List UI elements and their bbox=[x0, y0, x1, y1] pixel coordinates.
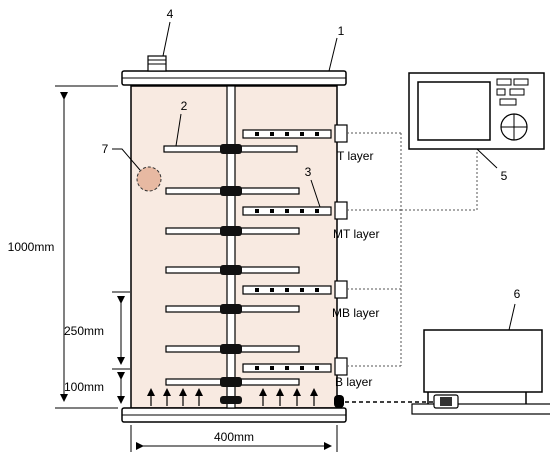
shaft-hub bbox=[220, 344, 242, 354]
central-shaft bbox=[226, 85, 236, 409]
callout-3: 3 bbox=[305, 165, 312, 179]
shaft-hub bbox=[220, 304, 242, 314]
callout-leaders bbox=[112, 21, 516, 331]
gas-supply-unit bbox=[411, 329, 550, 415]
sensor-circle bbox=[136, 166, 162, 192]
shaft-hub bbox=[220, 144, 242, 154]
port-mb bbox=[334, 280, 348, 299]
callout-6: 6 bbox=[514, 287, 521, 301]
sampling-tubes bbox=[242, 129, 332, 373]
shaft-hubs bbox=[220, 144, 242, 404]
port-t bbox=[334, 124, 348, 143]
shaft-hub bbox=[220, 186, 242, 196]
shaft-hub bbox=[220, 226, 242, 236]
shaft-hub bbox=[220, 396, 242, 404]
data-logger bbox=[408, 72, 545, 150]
signal-lines bbox=[347, 132, 478, 367]
port-b bbox=[334, 357, 348, 376]
label-width: 400mm bbox=[214, 430, 254, 444]
sampling-tube-t bbox=[242, 129, 332, 139]
label-t-layer: T layer bbox=[337, 149, 373, 163]
dimension-lines bbox=[55, 85, 338, 452]
callout-5: 5 bbox=[501, 169, 508, 183]
sampling-tube-mb bbox=[242, 285, 332, 295]
sampling-ports bbox=[334, 124, 348, 376]
callout-1: 1 bbox=[338, 24, 345, 38]
callout-7: 7 bbox=[102, 142, 109, 156]
label-mb-layer: MB layer bbox=[332, 306, 379, 320]
logger-screen bbox=[417, 81, 491, 141]
label-bottom-offset: 100mm bbox=[64, 380, 104, 394]
sampling-tube-mt bbox=[242, 206, 332, 216]
port-mt bbox=[334, 201, 348, 220]
callout-2: 2 bbox=[181, 99, 188, 113]
sampling-tube-b bbox=[242, 363, 332, 373]
callout-4: 4 bbox=[167, 7, 174, 21]
gas-inlet bbox=[334, 395, 344, 408]
label-mt-layer: MT layer bbox=[333, 227, 379, 241]
label-spacing: 250mm bbox=[64, 324, 104, 338]
label-b-layer: B layer bbox=[335, 375, 372, 389]
shaft-hub bbox=[220, 265, 242, 275]
bubble-arrows bbox=[147, 388, 318, 406]
shaft-hub bbox=[220, 377, 242, 387]
label-height-total: 1000mm bbox=[8, 240, 55, 254]
